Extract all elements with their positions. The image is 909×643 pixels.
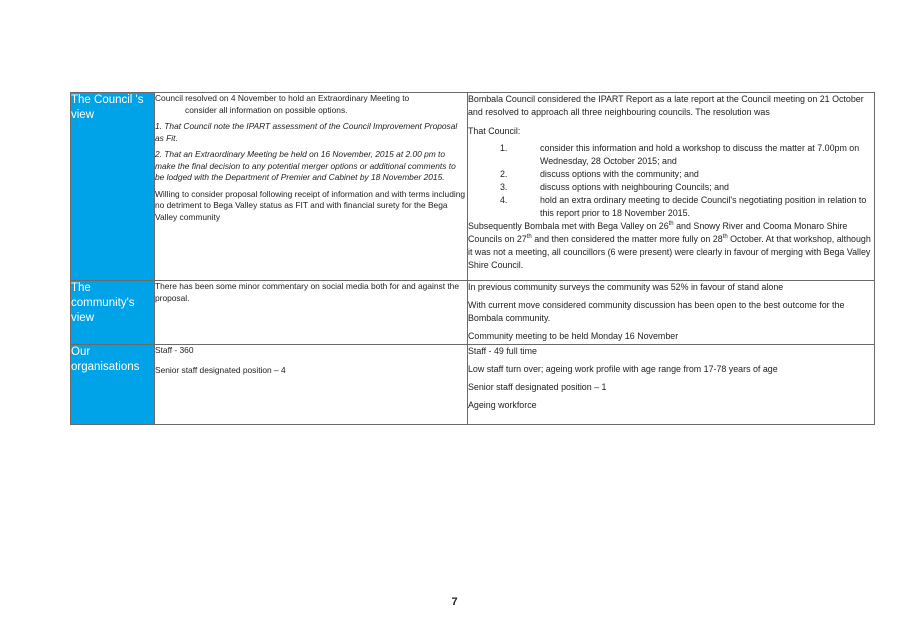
that-council-text: That Council: xyxy=(468,126,521,136)
community-discussion-text: With current move considered community d… xyxy=(468,300,845,323)
council-resolution-text-cont: consider all information on possible opt… xyxy=(185,104,348,115)
council-resolution-text: Council resolved on 4 November to hold a… xyxy=(155,93,410,103)
list-item-number: 4. xyxy=(500,195,508,205)
list-item: 3. discuss options with neighbouring Coun… xyxy=(468,181,874,194)
ageing-workforce-text: Ageing workforce xyxy=(468,400,537,410)
bombala-community-view-cell: In previous community surveys the commun… xyxy=(467,280,875,345)
resolution-item-1: 1. That Council note the IPART assessmen… xyxy=(155,121,458,143)
subsequent-meetings-text: Subsequently Bombala met with Bega Valle… xyxy=(468,221,871,270)
bega-council-view-cell: Council resolved on 4 November to hold a… xyxy=(154,92,468,281)
staff-count-text: Staff - 360 xyxy=(155,345,194,355)
resolution-list: 1. consider this information and hold a w… xyxy=(468,142,874,220)
list-item-text: consider this information and hold a wor… xyxy=(540,143,860,166)
list-item-text: discuss options with the community; and xyxy=(540,169,699,179)
table-row-organisations: Our organisations Staff - 360 Senior sta… xyxy=(70,344,875,425)
list-item: 1. consider this information and hold a w… xyxy=(468,142,874,168)
comparison-table: The Council 's view Council resolved on … xyxy=(70,92,875,425)
row-heading-community-view: The community's view xyxy=(70,280,155,345)
bombala-council-view-cell: Bombala Council considered the IPART Rep… xyxy=(467,92,875,281)
bombala-organisation-cell: Staff - 49 full time Low staff turn over… xyxy=(467,344,875,425)
staff-count-text: Staff - 49 full time xyxy=(468,346,537,356)
page-number: 7 xyxy=(451,596,458,608)
table-row-community-view: The community's view There has been some… xyxy=(70,280,875,345)
table-row-council-view: The Council 's view Council resolved on … xyxy=(70,92,875,281)
list-item-text: discuss options with neighbouring Counci… xyxy=(540,182,729,192)
bombala-intro-text: Bombala Council considered the IPART Rep… xyxy=(468,94,864,117)
community-meeting-text: Community meeting to be held Monday 16 N… xyxy=(468,331,679,341)
row-heading-council-view: The Council 's view xyxy=(70,92,155,281)
senior-staff-text: Senior staff designated position – 1 xyxy=(468,382,607,392)
bega-community-view-cell: There has been some minor commentary on … xyxy=(154,280,468,345)
row-heading-organisations: Our organisations xyxy=(70,344,155,425)
list-item: 2. discuss options with the community; an… xyxy=(468,168,874,181)
list-item: 4. hold an extra ordinary meeting to deci… xyxy=(468,194,874,220)
social-media-commentary-text: There has been some minor commentary on … xyxy=(155,281,459,303)
list-item-number: 2. xyxy=(500,169,508,179)
bega-organisation-cell: Staff - 360 Senior staff designated posi… xyxy=(154,344,468,425)
list-item-number: 1. xyxy=(500,143,508,153)
staff-turnover-text: Low staff turn over; ageing work profile… xyxy=(468,364,778,374)
senior-staff-text: Senior staff designated position – 4 xyxy=(155,364,286,375)
list-item-number: 3. xyxy=(500,182,508,192)
willingness-text: Willing to consider proposal following r… xyxy=(155,188,466,222)
resolution-item-2: 2. That an Extraordinary Meeting be held… xyxy=(155,149,456,182)
community-survey-text: In previous community surveys the commun… xyxy=(468,282,784,292)
list-item-text: hold an extra ordinary meeting to decide… xyxy=(540,195,867,218)
